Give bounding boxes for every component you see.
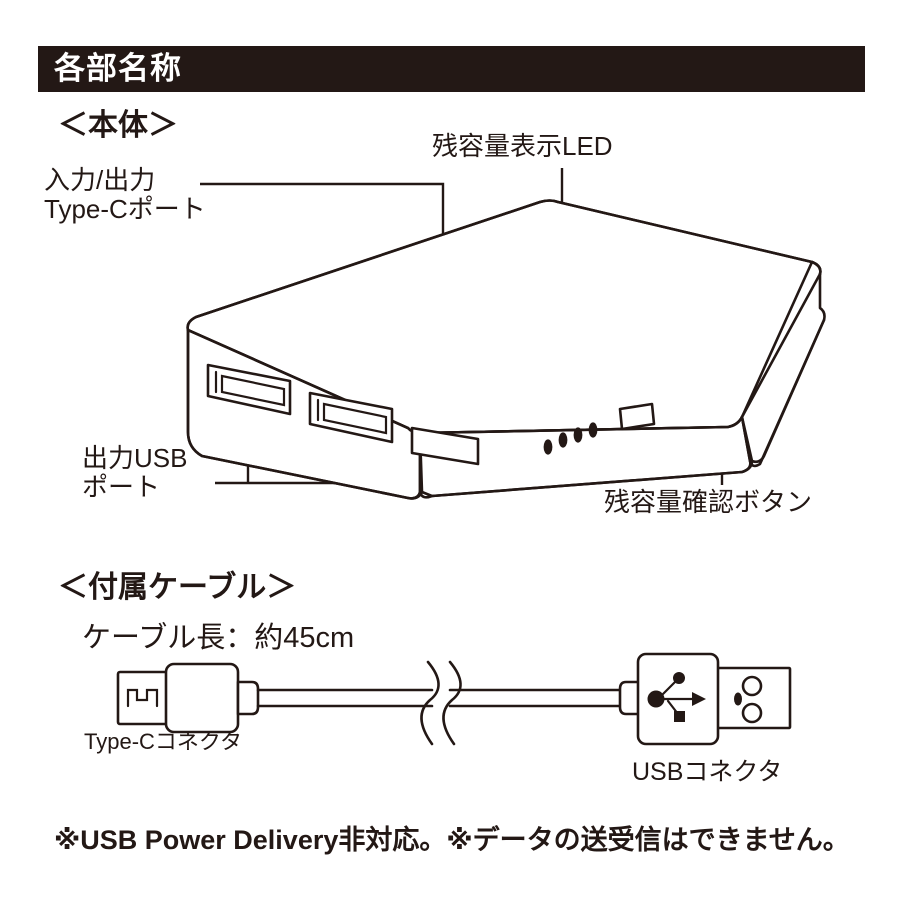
type-c-strain-relief bbox=[236, 680, 260, 716]
callout-label-output-usb-port: 出力USB ポート bbox=[82, 443, 188, 503]
device-power-bank bbox=[186, 199, 826, 500]
subsection-heading-cable: ＜付属ケーブル＞ bbox=[58, 571, 297, 604]
led-dot-4 bbox=[588, 422, 598, 438]
usb-strain-relief bbox=[618, 680, 642, 716]
type-c-contact-icon bbox=[126, 688, 159, 708]
callout-label-io-type-c-port: 入力/出力 Type-Cポート bbox=[44, 165, 206, 225]
callout-label-io-line1: 入力/出力 bbox=[44, 165, 156, 195]
usb-a-connector bbox=[618, 652, 792, 746]
usb-plug-notch bbox=[734, 692, 742, 706]
capacity-check-button[interactable] bbox=[618, 402, 656, 431]
callout-label-usb-connector: USBコネクタ bbox=[632, 758, 783, 786]
usb-logo-icon bbox=[647, 672, 706, 722]
subsection-heading-body: ＜本体＞ bbox=[58, 109, 178, 142]
callout-label-io-line2: Type-Cポート bbox=[44, 194, 206, 225]
led-dot-3 bbox=[573, 427, 583, 443]
cable-break-symbol bbox=[420, 660, 462, 746]
callout-label-type-c-connector: Type-Cコネクタ bbox=[84, 729, 243, 754]
callout-label-usbout-line2: ポート bbox=[82, 472, 161, 503]
cable-wire-right bbox=[448, 688, 628, 708]
led-dot-2 bbox=[558, 432, 568, 448]
callout-label-capacity-led: 残容量表示LED bbox=[432, 131, 613, 161]
type-c-port bbox=[410, 426, 480, 466]
usb-a-port-2 bbox=[308, 391, 394, 444]
callout-label-usbout-line1: 出力USB bbox=[82, 443, 188, 473]
cable-length-text: ケーブル長：約45cm bbox=[82, 622, 355, 654]
section-header-bar: 各部名称 bbox=[38, 46, 865, 92]
callout-label-capacity-button: 残容量確認ボタン bbox=[604, 487, 813, 517]
footnote-text: ※USB Power Delivery非対応。※データの送受信はできません。 bbox=[54, 825, 850, 855]
type-c-overmold bbox=[164, 662, 240, 734]
usb-plug-hole-top bbox=[741, 675, 763, 697]
page-title: 各部名称 bbox=[54, 50, 182, 86]
type-c-connector bbox=[116, 662, 260, 734]
capacity-led-indicators bbox=[543, 422, 598, 455]
usb-plug-hole-bottom bbox=[741, 702, 763, 724]
usb-a-port-1 bbox=[206, 363, 292, 416]
cable-assembly bbox=[116, 652, 792, 746]
cable-wire-left bbox=[256, 688, 434, 708]
led-dot-1 bbox=[543, 439, 553, 455]
